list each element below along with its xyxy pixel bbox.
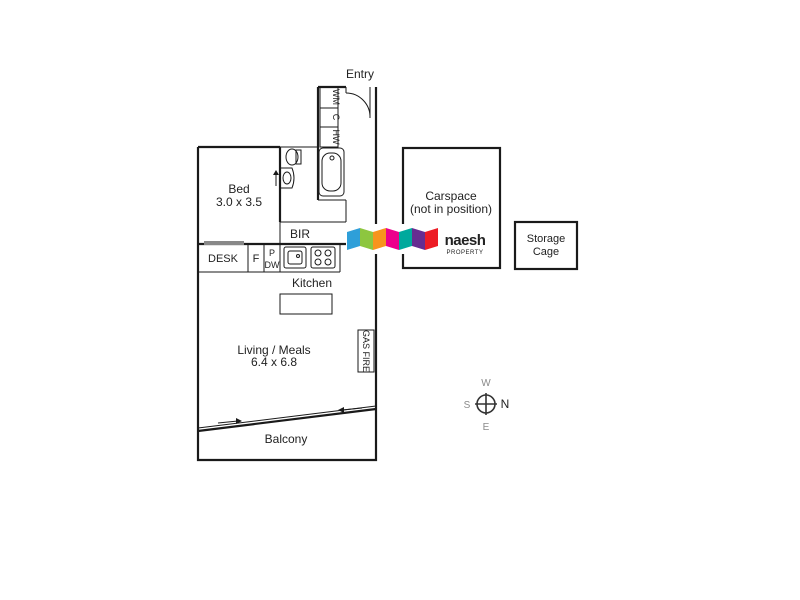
storage-label-2: Cage <box>533 246 559 258</box>
entry-door[interactable] <box>345 87 371 119</box>
gas-fire-label: GAS FIRE <box>361 330 371 372</box>
pantry-label: P <box>269 248 275 258</box>
logo-ribbon-segment <box>360 228 373 250</box>
kitchen-bench <box>198 244 341 273</box>
gas-fire <box>357 329 375 373</box>
logo-ribbon-segment <box>386 228 399 250</box>
logo-graphic <box>347 228 438 250</box>
compass-north: N <box>501 397 510 411</box>
carspace-note: (not in position) <box>410 202 492 216</box>
bed-size: 3.0 x 3.5 <box>216 195 262 209</box>
sliding-arrow-icon <box>338 407 363 413</box>
kitchen-island <box>279 293 333 315</box>
dishwasher-label: DW <box>265 260 280 270</box>
balcony-label: Balcony <box>265 432 308 446</box>
bed-label: Bed <box>228 182 249 196</box>
basin-icon <box>280 167 295 189</box>
storage-label: Storage <box>527 233 566 245</box>
compass-south: S <box>464 400 471 411</box>
carspace-box <box>401 146 502 270</box>
utility-cupboards <box>319 86 339 148</box>
compass-east: E <box>483 422 490 433</box>
kitchen-label: Kitchen <box>292 276 332 290</box>
compass-icon <box>475 393 497 415</box>
cooktop-icon <box>310 246 336 269</box>
living-label: Living / Meals <box>237 343 310 357</box>
compass-west: W <box>481 378 491 389</box>
apartment-walls <box>196 85 378 462</box>
bir-label: BIR <box>290 227 310 241</box>
bedroom-partition <box>198 241 346 246</box>
logo-ribbon-segment <box>347 228 360 250</box>
fridge-label: F <box>253 253 260 265</box>
logo-sub: PROPERTY <box>447 250 484 256</box>
c-label: C <box>331 114 341 121</box>
logo-ribbon-segment <box>373 228 386 250</box>
living-size: 6.4 x 6.8 <box>251 355 297 369</box>
logo-ribbon-segment <box>425 228 438 250</box>
logo-brand: naesh <box>445 232 486 249</box>
arrow-icon <box>273 170 279 175</box>
hw-label: HW <box>331 130 341 145</box>
toilet-icon <box>285 148 302 166</box>
wm-label: WM <box>331 89 341 105</box>
entry-label: Entry <box>346 67 374 81</box>
sink-icon <box>283 246 307 269</box>
carspace-label: Carspace <box>425 189 477 203</box>
desk-label: DESK <box>208 253 239 265</box>
logo-ribbon-segment <box>412 228 425 250</box>
sliding-arrow-icon <box>217 418 242 424</box>
storage-cage-box <box>513 220 579 271</box>
bathroom <box>280 146 345 197</box>
logo-ribbon-segment <box>399 228 412 250</box>
